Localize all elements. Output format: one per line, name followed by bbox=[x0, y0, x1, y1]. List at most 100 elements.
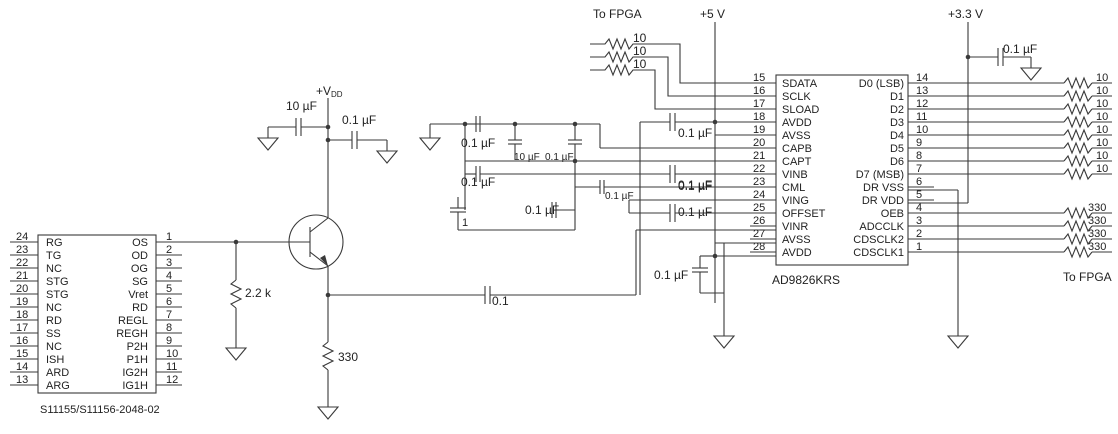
adc-right-pin-number: 9 bbox=[916, 137, 922, 149]
resistor-330 bbox=[321, 341, 335, 371]
output-data-resistor-label: 10 bbox=[1096, 124, 1108, 136]
cap-capb-capt-label: 10 µF bbox=[514, 152, 540, 163]
adc-right-pin-name: CDSCLK1 bbox=[853, 247, 904, 259]
res-sdata bbox=[590, 37, 776, 84]
sensor-left-pin-number: 22 bbox=[16, 257, 28, 269]
adc-right-pin-name: OEB bbox=[881, 208, 904, 220]
sensor-left-pin-name: NC bbox=[46, 302, 62, 314]
sensor-right-pin-number: 3 bbox=[166, 257, 172, 269]
cap-capt-gnd-label: 0.1 µF bbox=[678, 178, 712, 192]
sensor-right-pin-name: IG2H bbox=[122, 367, 148, 379]
sensor-left-pin-name: STG bbox=[46, 289, 69, 301]
sensor-left-pin-number: 18 bbox=[16, 309, 28, 321]
adc-right-pin-number: 14 bbox=[916, 72, 928, 84]
res-sload-label: 10 bbox=[633, 57, 647, 71]
output-data-resistor bbox=[1063, 167, 1093, 181]
sensor-right-pin-name: REGH bbox=[116, 328, 148, 340]
output-data-resistor-label: 10 bbox=[1096, 98, 1108, 110]
to-fpga-bottom-label: To FPGA bbox=[1063, 270, 1112, 284]
res-2k2-label: 2.2 k bbox=[245, 286, 272, 300]
sensor-right-pin-name: IG1H bbox=[122, 380, 148, 392]
output-data-resistor bbox=[1063, 115, 1093, 129]
adc-left-pin-name: AVSS bbox=[782, 130, 811, 142]
output-data-resistor-label: 10 bbox=[1096, 85, 1108, 97]
adc-right-pin-name: D3 bbox=[890, 117, 904, 129]
plus-3v3-label: +3.3 V bbox=[948, 7, 983, 21]
res-sclk-label: 10 bbox=[633, 44, 647, 58]
res-sload bbox=[590, 63, 776, 110]
adc-left-pin-name: VINB bbox=[782, 169, 808, 181]
sensor-right-pin-name: P2H bbox=[127, 341, 148, 353]
adc-right-pin-name: D2 bbox=[890, 104, 904, 116]
cap-offset-label: 0.1 µF bbox=[678, 205, 712, 219]
output-ctrl-resistor-label: 330 bbox=[1088, 228, 1106, 240]
adc-left-pin-number: 21 bbox=[753, 150, 765, 162]
cap-cml-label: 0.1 µF bbox=[525, 203, 559, 217]
cap-vinb-label: 0.1 µF bbox=[461, 175, 495, 189]
plus-5v-label: +5 V bbox=[700, 7, 725, 21]
adc-right-pin-number: 13 bbox=[916, 85, 928, 97]
adc-left-pin-name: OFFSET bbox=[782, 208, 826, 220]
sensor-right-pin-name: OS bbox=[132, 237, 148, 249]
cap-ving-label: 0.1 µF bbox=[678, 179, 712, 193]
resistor-2k2 bbox=[229, 279, 243, 309]
output-data-resistor-label: 10 bbox=[1096, 163, 1108, 175]
ground-symbol bbox=[418, 137, 442, 151]
output-data-resistor-label: 10 bbox=[1096, 72, 1108, 84]
sensor-right-pin-number: 5 bbox=[166, 283, 172, 295]
adc-right-pin-number: 12 bbox=[916, 98, 928, 110]
sensor-right-pin-name: Vret bbox=[128, 289, 148, 301]
sensor-left-pin-number: 21 bbox=[16, 270, 28, 282]
ground-symbol bbox=[224, 347, 248, 361]
output-ctrl-resistor bbox=[1063, 206, 1093, 220]
cap-avdd-label: 0.1 µF bbox=[654, 268, 688, 282]
adc-ic-body bbox=[775, 74, 909, 266]
output-ctrl-resistor bbox=[1063, 245, 1093, 259]
sensor-left-pin-number: 20 bbox=[16, 283, 28, 295]
sensor-left-pin-number: 13 bbox=[16, 374, 28, 386]
sensor-left-pin-name: RD bbox=[46, 315, 62, 327]
sensor-left-pin-name: ARG bbox=[46, 380, 70, 392]
cap-33v-label: 0.1 µF bbox=[1003, 42, 1037, 56]
sensor-left-pin-name: ISH bbox=[46, 354, 64, 366]
cap-10uf-label: 10 µF bbox=[286, 99, 317, 113]
sensor-left-pin-name: TG bbox=[46, 250, 61, 262]
sensor-right-pin-number: 4 bbox=[166, 270, 172, 282]
res-sdata-label: 10 bbox=[633, 31, 647, 45]
sensor-left-pin-name: ARD bbox=[46, 367, 69, 379]
to-fpga-top-label: To FPGA bbox=[593, 7, 642, 21]
adc-right-pin-number: 4 bbox=[916, 202, 922, 214]
output-data-resistor bbox=[1063, 154, 1093, 168]
cap-lower-left-label: 1 bbox=[462, 217, 468, 229]
sensor-right-pin-name: OD bbox=[132, 250, 149, 262]
sensor-left-pin-number: 24 bbox=[16, 231, 28, 243]
output-ctrl-resistor-label: 330 bbox=[1088, 202, 1106, 214]
ground-symbol bbox=[316, 406, 340, 420]
adc-left-pin-number: 23 bbox=[753, 176, 765, 188]
output-data-resistor-label: 10 bbox=[1096, 137, 1108, 149]
sensor-left-pin-number: 19 bbox=[16, 296, 28, 308]
output-data-resistor bbox=[1063, 141, 1093, 155]
sensor-left-pin-number: 16 bbox=[16, 335, 28, 347]
adc-right-pin-name: D6 bbox=[890, 156, 904, 168]
cap-cml-small-label: 0.1 µF bbox=[605, 191, 634, 202]
adc-left-pin-name: CAPT bbox=[782, 156, 812, 168]
adc-left-pin-name: SLOAD bbox=[782, 104, 819, 116]
adc-right-pin-name: D0 (LSB) bbox=[859, 78, 904, 90]
sensor-right-pin-name: P1H bbox=[127, 354, 148, 366]
sensor-right-pin-number: 2 bbox=[166, 244, 172, 256]
cap-01uf-vdd-label: 0.1 µF bbox=[342, 113, 376, 127]
sensor-right-pin-number: 1 bbox=[166, 231, 172, 243]
sensor-right-pin-number: 9 bbox=[166, 335, 172, 347]
adc-left-pin-name: VING bbox=[782, 195, 809, 207]
adc-left-pin-number: 20 bbox=[753, 137, 765, 149]
sensor-left-pin-number: 14 bbox=[16, 361, 28, 373]
sensor-right-pin-number: 12 bbox=[166, 374, 178, 386]
adc-right-pin-name: D4 bbox=[890, 130, 904, 142]
adc-left-pin-number: 25 bbox=[753, 202, 765, 214]
sensor-left-pin-name: RG bbox=[46, 237, 63, 249]
output-ctrl-resistor bbox=[1063, 232, 1093, 246]
